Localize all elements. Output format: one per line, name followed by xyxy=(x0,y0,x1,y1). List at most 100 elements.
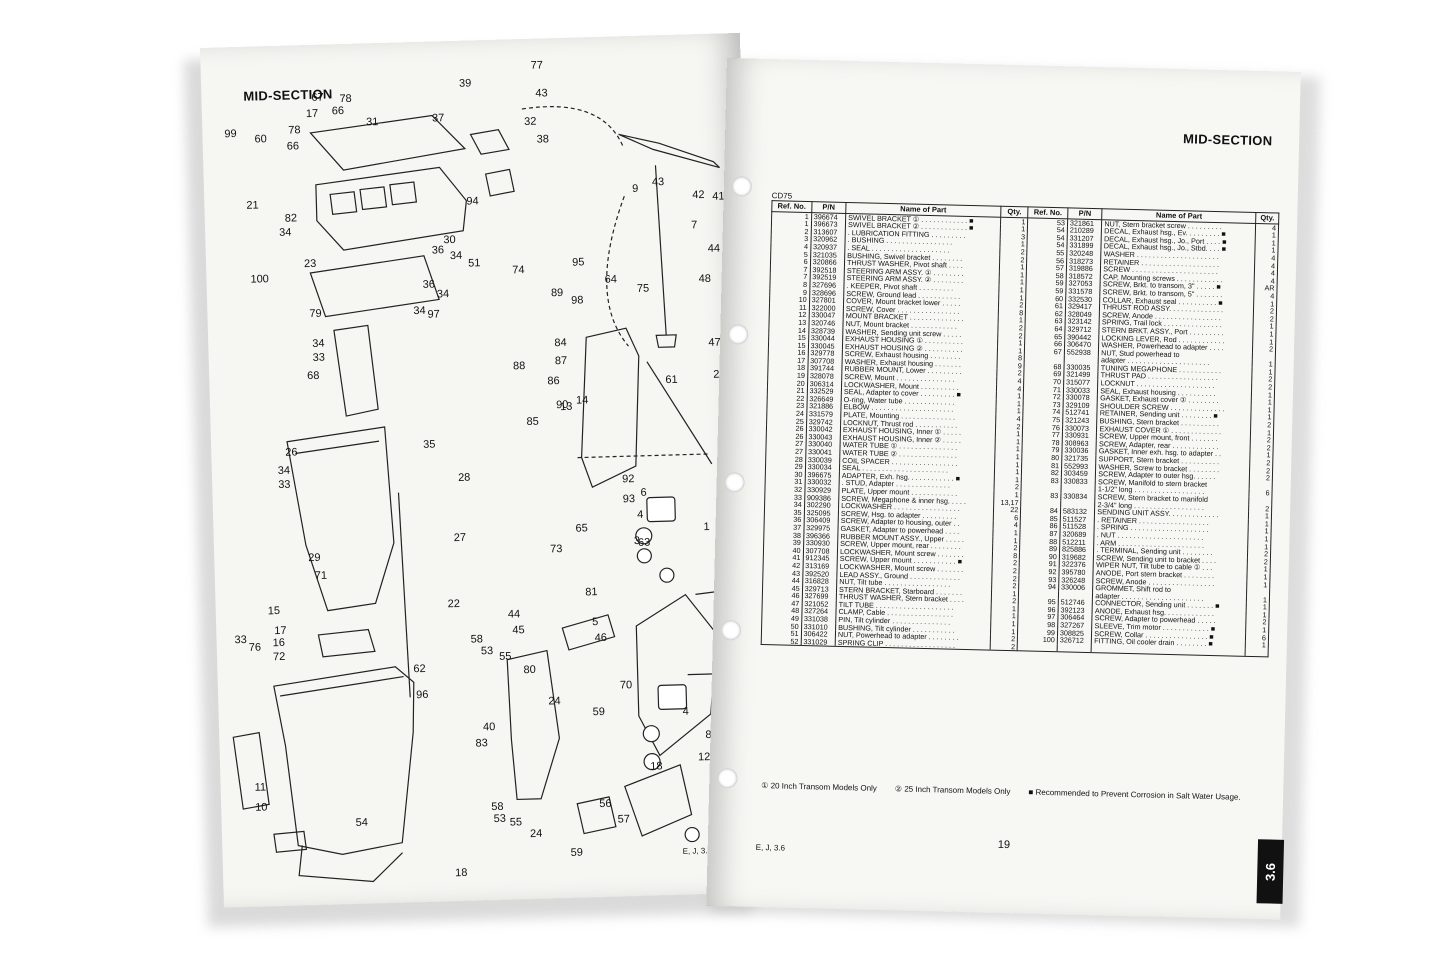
callout-label: 75 xyxy=(637,283,650,295)
legend: ① 20 Inch Transom Models Only ② 25 Inch … xyxy=(761,781,1281,803)
callout-label: 58 xyxy=(470,633,483,645)
callout-label: 44 xyxy=(508,608,521,620)
callout-label: 80 xyxy=(523,664,536,676)
callout-label: 92 xyxy=(622,473,635,485)
lower-mount-shape xyxy=(624,764,693,837)
callout-label: 57 xyxy=(618,813,631,825)
callout-label: 34 xyxy=(312,338,325,350)
callout-label: 43 xyxy=(535,87,548,99)
callout-label: 36 xyxy=(432,244,445,256)
column-header: Qty. xyxy=(1000,206,1029,218)
right-footer-code: E, J, 3.6 xyxy=(755,842,786,853)
ref-number-cell xyxy=(1017,643,1058,653)
binder-hole-4 xyxy=(720,620,742,641)
callout-label: 79 xyxy=(309,308,322,320)
part-number-cell: 331029 xyxy=(800,637,836,647)
callout-label: 3 xyxy=(634,535,640,547)
callout-label: 30 xyxy=(443,234,456,246)
callout-label: 37 xyxy=(432,112,445,124)
callout-label: 10 xyxy=(255,801,268,813)
callout-label: 64 xyxy=(604,273,617,285)
callout-label: 46 xyxy=(594,632,607,644)
part-number-cell: 552938 xyxy=(1064,347,1099,357)
legend-20-inch: ① 20 Inch Transom Models Only xyxy=(761,781,877,793)
callout-label: 28 xyxy=(458,472,471,484)
callout-label: 17 xyxy=(274,625,287,637)
callout-label: 36 xyxy=(423,279,436,291)
section-tab-label: 3.6 xyxy=(1262,862,1278,881)
right-page: MID-SECTION CD75 Ref. No. P/N Name of Pa… xyxy=(706,58,1301,920)
callout-label: 55 xyxy=(510,816,523,828)
callout-label: 71 xyxy=(315,570,328,582)
callout-label: 39 xyxy=(459,77,472,89)
callout-label: 73 xyxy=(550,543,563,555)
callout-label: 4 xyxy=(683,706,689,718)
callout-label: 72 xyxy=(273,651,286,663)
callout-label: 90 xyxy=(556,399,569,411)
callout-label: 32 xyxy=(524,116,537,128)
callout-label: 21 xyxy=(246,199,259,211)
callout-label: 84 xyxy=(554,337,567,349)
part-number-cell: 330834 xyxy=(1060,491,1096,501)
callout-label: 26 xyxy=(285,446,298,458)
callout-label: 67 xyxy=(311,92,324,104)
callout-label: 59 xyxy=(570,847,583,859)
callout-label: 23 xyxy=(304,258,317,270)
callout-label: 58 xyxy=(491,801,504,813)
callout-label: 4 xyxy=(637,509,643,521)
section-tab: 3.6 xyxy=(1256,839,1285,904)
callout-label: 34 xyxy=(413,305,426,317)
table-code: CD75 xyxy=(771,191,793,201)
callout-label: 16 xyxy=(272,637,285,649)
part-number-cell: 330833 xyxy=(1061,476,1096,486)
callout-label: 86 xyxy=(547,375,560,387)
callout-label: 51 xyxy=(468,257,481,269)
seal-71-shape xyxy=(317,628,376,658)
callout-label: 5 xyxy=(592,616,598,628)
callout-label: 17 xyxy=(306,108,319,120)
callout-label: 40 xyxy=(483,721,496,733)
callout-label: 48 xyxy=(698,273,711,285)
callout-label: 44 xyxy=(708,243,721,255)
callout-label: 34 xyxy=(437,288,450,300)
callout-label: 81 xyxy=(585,586,598,598)
binder-hole-3 xyxy=(724,472,745,493)
qty-cell: 2 xyxy=(990,642,1018,652)
callout-label: 62 xyxy=(413,663,426,675)
callout-label: 14 xyxy=(576,394,589,406)
callout-label: 9 xyxy=(632,183,638,195)
callout-label: 1 xyxy=(703,521,709,533)
callout-label: 38 xyxy=(537,133,550,145)
anode-logo-icon-2 xyxy=(657,684,688,710)
adapter-gasket-shape xyxy=(309,114,467,171)
left-page-number: 18 xyxy=(454,866,468,880)
upper-mount-plate-shape xyxy=(469,129,510,155)
callout-label: 12 xyxy=(698,751,711,763)
callout-label: 74 xyxy=(512,264,525,276)
callout-label: 24 xyxy=(530,828,543,840)
callout-label: 78 xyxy=(339,93,352,105)
parts-table: Ref. No. P/N Name of Part Qty. Ref. No. … xyxy=(761,200,1280,658)
adapter-shape xyxy=(315,166,467,251)
gasket-79-shape xyxy=(309,255,440,318)
callout-label: 55 xyxy=(499,651,512,663)
callout-label: 41 xyxy=(712,190,725,202)
binder-hole-1 xyxy=(731,176,753,197)
callout-label: 100 xyxy=(250,273,269,286)
callout-label: 13 xyxy=(560,401,573,413)
column-header: Qty. xyxy=(1255,212,1279,224)
part-number-cell: 326712 xyxy=(1057,636,1092,645)
binder-hole-2 xyxy=(728,324,749,345)
callout-label: 59 xyxy=(593,706,606,718)
rubber-mount-shape xyxy=(484,168,515,197)
callout-label: 60 xyxy=(254,133,267,145)
callout-label: 61 xyxy=(665,374,678,386)
callout-label: 42 xyxy=(692,189,705,201)
part-number-cell: 330006 xyxy=(1058,582,1094,592)
callout-label: 98 xyxy=(571,294,584,306)
callout-label: 94 xyxy=(466,195,479,207)
callout-label: 54 xyxy=(356,817,369,829)
callout-label: 70 xyxy=(620,679,633,691)
callout-label: 77 xyxy=(530,59,543,71)
